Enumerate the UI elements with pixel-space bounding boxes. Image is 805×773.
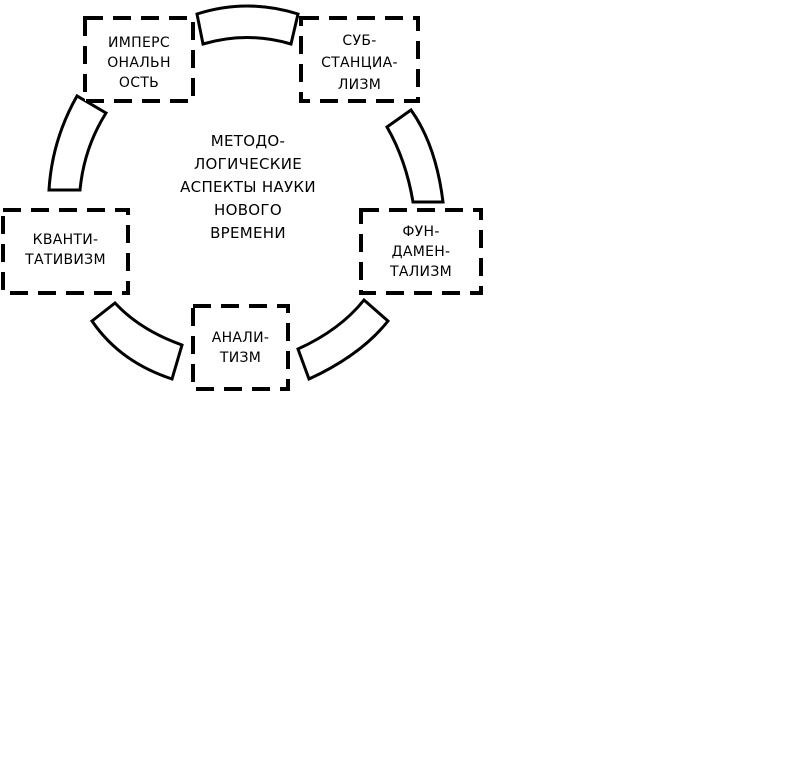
label-impersonalism: ИМПЕРС ОНАЛЬН ОСТЬ <box>107 35 171 91</box>
box-quantitativism <box>1 208 130 295</box>
label-analytism: АНАЛИ- ТИЗМ <box>211 330 270 366</box>
connector-arc-top <box>195 4 300 46</box>
connector-arc-top-right <box>385 107 445 204</box>
connector-arc-bottom-right <box>296 297 391 382</box>
center-title: МЕТОДО- ЛОГИЧЕСКИЕ АСПЕКТЫ НАУКИ НОВОГО … <box>180 132 316 242</box>
label-fundamentalism: ФУН- ДАМЕН- ТАЛИЗМ <box>390 224 452 280</box>
connector-arc-bottom-left <box>89 300 184 381</box>
label-substantialism: СУБ- СТАНЦИА- ЛИЗМ <box>321 33 398 93</box>
box-substantialism <box>299 16 420 103</box>
box-fundamentalism <box>359 208 483 295</box>
box-analytism <box>191 304 290 391</box>
box-impersonalism <box>83 16 195 103</box>
connector-arc-top-left <box>47 93 109 192</box>
label-quantitativism: КВАНТИ- ТАТИВИЗМ <box>25 232 106 268</box>
